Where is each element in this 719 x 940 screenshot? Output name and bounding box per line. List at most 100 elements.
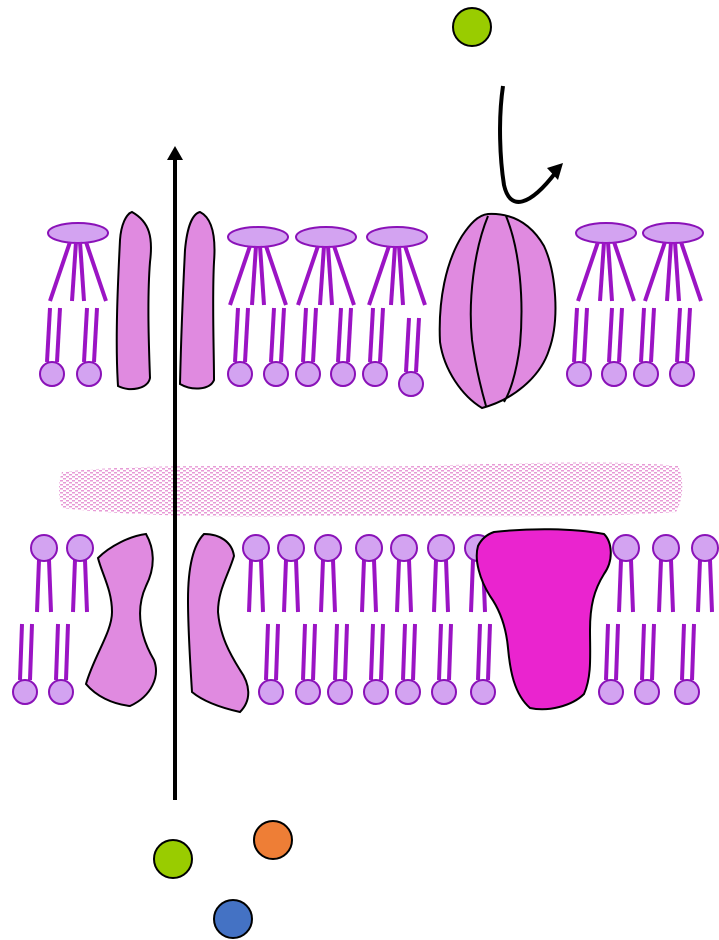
phospholipid-head-upper-outer	[48, 223, 108, 243]
fatty-acid-tail	[230, 246, 250, 305]
fatty-acid-tail	[72, 242, 76, 301]
fatty-acid-tail	[681, 242, 701, 301]
fatty-acid-tail	[80, 242, 84, 301]
fatty-acid-tail	[600, 242, 604, 301]
fatty-acid-tail	[56, 624, 58, 680]
fatty-acid-tail	[488, 624, 490, 680]
phospholipid-head-lower-inner	[471, 680, 495, 704]
fatty-acid-tail	[609, 308, 612, 362]
fatty-acid-tail	[446, 560, 448, 612]
carrier-protein-lower	[477, 529, 611, 709]
fatty-acid-tail	[94, 308, 97, 362]
fatty-acid-tail	[371, 624, 373, 680]
phospholipid-head-upper-inner	[77, 362, 101, 386]
cytoplasm-band	[59, 463, 682, 517]
fatty-acid-tail	[303, 308, 306, 362]
phospholipid-head-lower-inner	[396, 680, 420, 704]
fatty-acid-tail	[328, 246, 332, 305]
fatty-acid-tail	[266, 246, 286, 305]
fatty-acid-tail	[333, 560, 335, 612]
channel-protein-right-lower	[188, 534, 248, 712]
phospholipid-head-upper-inner	[331, 362, 355, 386]
green-molecule-bottom	[154, 840, 192, 878]
fatty-acid-tail	[321, 560, 323, 612]
fatty-acid-tail	[391, 246, 395, 305]
phospholipid-head-upper-outer	[643, 223, 703, 243]
fatty-acid-tail	[252, 246, 256, 305]
fatty-acid-tail	[405, 246, 425, 305]
fatty-acid-tail	[641, 308, 644, 362]
orange-molecule	[254, 821, 292, 859]
fatty-acid-tail	[710, 560, 712, 612]
fatty-acid-tail	[49, 560, 51, 612]
phospholipid-head-upper-inner	[670, 362, 694, 386]
fatty-acid-tail	[619, 560, 621, 612]
fatty-acid-tail	[271, 308, 274, 362]
phospholipid-head-lower-inner	[675, 680, 699, 704]
fatty-acid-tail	[66, 624, 68, 680]
carrier-protein-upper	[440, 214, 556, 408]
fatty-acid-tail	[50, 242, 70, 301]
phospholipid-head-lower-outer	[31, 535, 57, 561]
fatty-acid-tail	[348, 308, 351, 362]
fatty-acid-tail	[619, 308, 622, 362]
phospholipid-head-upper-outer	[576, 223, 636, 243]
phospholipid-head-lower-outer	[391, 535, 417, 561]
phospholipid-head-lower-inner	[259, 680, 283, 704]
fatty-acid-tail	[338, 308, 341, 362]
green-molecule-top	[453, 8, 491, 46]
fatty-acid-tail	[37, 560, 39, 612]
fatty-acid-tail	[606, 624, 608, 680]
fatty-acid-tail	[362, 560, 364, 612]
phospholipid-head-lower-inner	[49, 680, 73, 704]
fatty-acid-tail	[413, 624, 415, 680]
fatty-acid-tail	[645, 242, 665, 301]
fatty-acid-tail	[651, 308, 654, 362]
fatty-acid-tail	[335, 624, 337, 680]
fatty-acid-tail	[578, 242, 598, 301]
fatty-acid-tail	[677, 308, 680, 362]
phospholipid-head-upper-outer	[367, 227, 427, 247]
phospholipid-head-lower-outer	[243, 535, 269, 561]
fatty-acid-tail	[284, 560, 286, 612]
fatty-acid-tail	[478, 624, 480, 680]
fatty-acid-tail	[57, 308, 60, 362]
fatty-acid-tail	[30, 624, 32, 680]
fatty-acid-tail	[434, 560, 436, 612]
phospholipid-head-upper-inner	[399, 372, 423, 396]
fatty-acid-tail	[692, 624, 694, 680]
phospholipid-head-upper-inner	[634, 362, 658, 386]
fatty-acid-tail	[281, 308, 284, 362]
fatty-acid-tail	[85, 560, 87, 612]
fatty-acid-tail	[675, 242, 679, 301]
fatty-acid-tail	[397, 560, 399, 612]
fatty-acid-tail	[20, 624, 22, 680]
phospholipid-head-lower-inner	[432, 680, 456, 704]
fatty-acid-tail	[608, 242, 612, 301]
fatty-acid-tail	[369, 246, 389, 305]
phospholipid-head-lower-outer	[613, 535, 639, 561]
channel-protein-left-upper	[117, 212, 151, 389]
carrier-arrow	[500, 86, 563, 202]
fatty-acid-tail	[84, 308, 87, 362]
fatty-acid-tail	[313, 624, 315, 680]
phospholipid-head-upper-inner	[296, 362, 320, 386]
fatty-acid-tail	[380, 308, 383, 362]
fatty-acid-tail	[313, 308, 316, 362]
phospholipid-head-lower-inner	[296, 680, 320, 704]
fatty-acid-tail	[682, 624, 684, 680]
phospholipid-head-lower-outer	[278, 535, 304, 561]
fatty-acid-tail	[86, 242, 106, 301]
fatty-acid-tail	[642, 624, 644, 680]
fatty-acid-tail	[334, 246, 354, 305]
fatty-acid-tail	[416, 318, 419, 372]
fatty-acid-tail	[449, 624, 451, 680]
phospholipid-head-lower-outer	[653, 535, 679, 561]
fatty-acid-tail	[47, 308, 50, 362]
fatty-acid-tail	[616, 624, 618, 680]
fatty-acid-tail	[698, 560, 700, 612]
channel-protein-left-lower	[86, 534, 156, 706]
fatty-acid-tail	[260, 246, 264, 305]
fatty-acid-tail	[403, 624, 405, 680]
